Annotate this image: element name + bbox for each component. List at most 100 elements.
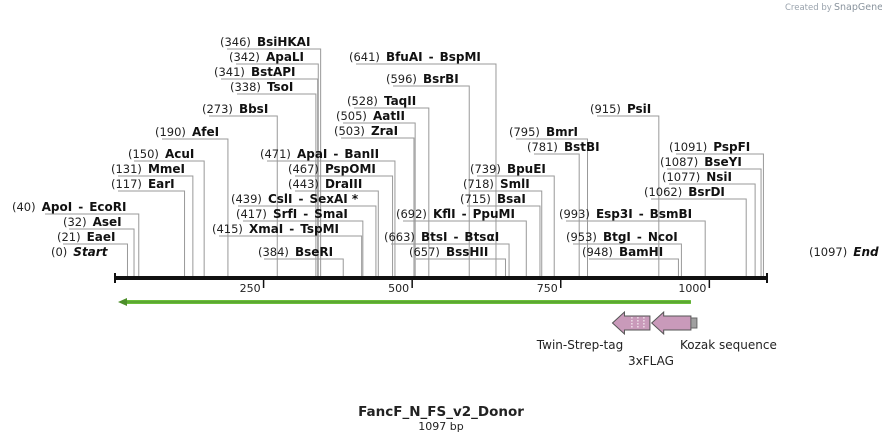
site-name: SrfI (273, 207, 297, 221)
site-eaei[interactable]: (21)EaeI (57, 230, 116, 244)
site-bsshii[interactable]: (657)BssHII (409, 245, 488, 259)
site-connector (221, 78, 319, 276)
feature-box (690, 317, 698, 329)
site-name: AatII (373, 109, 405, 123)
orf-arrowhead (118, 298, 127, 306)
site-connector (416, 258, 506, 276)
site-name: TspMI (300, 222, 339, 236)
site-start[interactable]: (0)Start (51, 245, 109, 259)
site-connector (219, 235, 363, 276)
site-name: XmaI (249, 222, 283, 236)
site-name: PspFI (713, 140, 750, 154)
site-position: (443) (288, 177, 319, 191)
site-name: ApaI (297, 147, 327, 161)
site-afei[interactable]: (190)AfeI (155, 125, 219, 139)
site-pspfi[interactable]: (1091)PspFI (669, 140, 750, 154)
site-position: (953) (566, 230, 597, 244)
site-kfli[interactable]: (692)KflI-PpuMI (396, 207, 515, 221)
site-name: Start (73, 245, 108, 259)
site-tsoi[interactable]: (338)TsoI (230, 80, 293, 94)
site-mmei[interactable]: (131)MmeI (111, 162, 185, 176)
site-btgi[interactable]: (953)BtgI-NcoI (566, 230, 678, 244)
site-position: (505) (336, 109, 367, 123)
site-zrai[interactable]: (503)ZraI (334, 124, 398, 138)
site-draiii[interactable]: (443)DraIII (288, 177, 362, 191)
site-connector (267, 160, 396, 276)
site-position: (948) (582, 245, 613, 259)
site-connector (227, 48, 322, 276)
site-apoi[interactable]: (40)ApoI-EcoRI (12, 200, 126, 214)
site-bpuei[interactable]: (739)BpuEI (470, 162, 546, 176)
site-bfuai[interactable]: (641)BfuAI-BspMI (349, 50, 481, 64)
site-position: (915) (590, 102, 621, 116)
site-xmai[interactable]: (415)XmaI-TspMI (212, 222, 339, 236)
site-apai[interactable]: (471)ApaI-BanII (260, 147, 379, 161)
sequence-backbone (114, 273, 768, 283)
site-position: (471) (260, 147, 291, 161)
site-name: ZraI (371, 124, 398, 138)
site-name: BamHI (619, 245, 663, 259)
site-bsai[interactable]: (715)BsaI (460, 192, 526, 206)
site-end[interactable]: (1097)End (809, 245, 879, 259)
site-bamhi[interactable]: (948) BamHI (582, 245, 663, 259)
site-separator: - (289, 222, 294, 236)
feature-kozak-sequence[interactable]: Kozak sequence (680, 317, 777, 352)
site-position: (596) (386, 72, 417, 86)
site-bstapi[interactable]: (341)BstAPI (214, 65, 296, 79)
site-position: (417) (236, 207, 267, 221)
site-bstbi[interactable]: (781)BstBI (527, 140, 600, 154)
site-name: AfeI (192, 125, 219, 139)
site-connector (470, 190, 543, 276)
site-position: (1077) (662, 170, 700, 184)
site-connector (516, 138, 589, 276)
site-name: BseYI (704, 155, 742, 169)
site-bseyi[interactable]: (1087) BseYI (660, 155, 742, 169)
site-srfi[interactable]: (417)SrfI-SmaI (236, 207, 348, 221)
feature-3xflag[interactable]: 3xFLAG (628, 310, 692, 368)
site-connector (403, 220, 527, 276)
site-name: BseRI (295, 245, 333, 259)
site-connector (667, 168, 762, 276)
site-name: BpuEI (507, 162, 546, 176)
site-bsihkai[interactable]: (346)BsiHKAI (220, 35, 310, 49)
site-bbsi[interactable]: (273)BbsI (202, 102, 268, 116)
site-position: (1087) (660, 155, 698, 169)
site-position: (273) (202, 102, 233, 116)
site-bseri[interactable]: (384)BseRI (258, 245, 333, 259)
site-connector (118, 175, 194, 276)
site-connector (45, 213, 140, 276)
site-connector (162, 138, 229, 276)
site-name: EcoRI (89, 200, 126, 214)
site-position: (795) (509, 125, 540, 139)
site-separator: - (429, 50, 434, 64)
site-acui[interactable]: (150)AcuI (128, 147, 194, 161)
site-psii[interactable]: (915)PsiI (590, 102, 651, 116)
site-position: (338) (230, 80, 261, 94)
site-name: BtgI (603, 230, 631, 244)
site-taqii[interactable]: (528)TaqII (347, 94, 416, 108)
orf-arrow[interactable] (118, 298, 691, 306)
site-bsrbi[interactable]: (596)BsrBI (386, 72, 459, 86)
feature-twin-strep-tag[interactable]: Twin-Strep-tag (536, 310, 651, 352)
tick-label: 250 (240, 282, 261, 295)
site-bsrdi[interactable]: (1062)BsrDI (644, 185, 725, 199)
site-separator: - (637, 230, 642, 244)
site-btsi[interactable]: (663)BtsI-BtsαI (384, 230, 499, 244)
site-pspomi[interactable]: (467)PspOMI (288, 162, 376, 176)
site-nsii[interactable]: (1077) NsiI (662, 170, 732, 184)
site-bmri[interactable]: (795)BmrI (509, 125, 578, 139)
site-smli[interactable]: (718)SmlI (463, 177, 530, 191)
site-separator: - (298, 192, 303, 206)
site-name: NsiI (706, 170, 732, 184)
site-name: AcuI (165, 147, 194, 161)
site-eari[interactable]: (117)EarI (111, 177, 175, 191)
site-apali[interactable]: (342)ApaLI (229, 50, 304, 64)
site-csli[interactable]: (439)CslI-SexAI * (231, 192, 359, 206)
site-aatii[interactable]: (505) AatII (336, 109, 405, 123)
site-name: AseI (93, 215, 122, 229)
feature-label: Kozak sequence (680, 338, 777, 352)
site-esp3i[interactable]: (993)Esp3I-BsmBI (559, 207, 692, 221)
site-asei[interactable]: (32)AseI (63, 215, 122, 229)
site-name: BsmBI (650, 207, 692, 221)
